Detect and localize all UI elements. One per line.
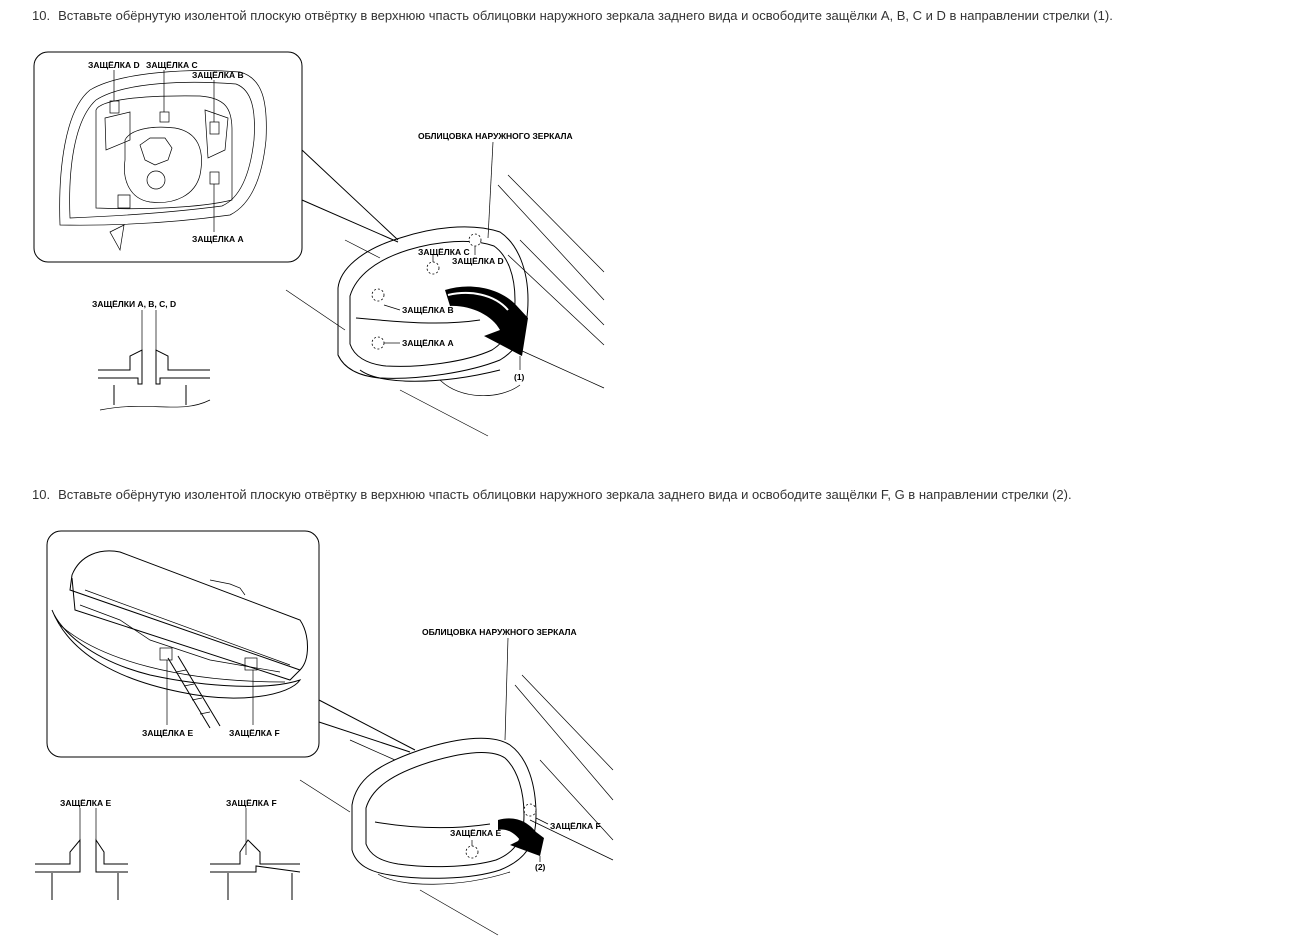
mirror-latch-d-marker xyxy=(468,233,482,247)
inset-latch-a-marker xyxy=(209,171,220,185)
mirror-latch-d-label: ЗАЩЁЛКА D xyxy=(452,256,504,266)
inset-pointer-lower xyxy=(318,721,411,753)
step-1-latch-section xyxy=(98,310,211,411)
door-lines xyxy=(285,174,605,437)
step-2-number: 10. xyxy=(32,487,51,502)
inset-latch-d-marker xyxy=(109,100,120,114)
step-1-arrow-label: (1) xyxy=(514,372,525,382)
mirror-latch-f-label: ЗАЩЁЛКА F xyxy=(550,821,601,831)
door-lines xyxy=(299,674,614,936)
step-2-arrow-label: (2) xyxy=(535,862,546,872)
inset-latch-a-label: ЗАЩЁЛКА A xyxy=(192,234,244,244)
inset-latch-d-label: ЗАЩЁЛКА D xyxy=(88,60,140,70)
mirror-latch-a-marker xyxy=(371,336,385,350)
step-1-text: Вставьте обёрнутую изолентой плоскую отв… xyxy=(58,8,1113,23)
step-1-number: 10. xyxy=(32,8,51,23)
mirror-latch-f-marker xyxy=(523,803,537,817)
mirror-latch-e-marker xyxy=(465,845,479,859)
step-2-cover-label: ОБЛИЦОВКА НАРУЖНОГО ЗЕРКАЛА xyxy=(422,627,577,637)
latch-f-section-label: ЗАЩЁЛКА F xyxy=(226,798,277,808)
inset-latch-f-label: ЗАЩЁЛКА F xyxy=(229,728,280,738)
inset-latch-b-label: ЗАЩЁЛКА B xyxy=(192,70,244,80)
inset-mirror-open xyxy=(51,550,308,699)
step-1-mirror-cover xyxy=(337,226,529,396)
step-2-detail-inset xyxy=(46,530,320,758)
mirror-latch-a-label: ЗАЩЁЛКА A xyxy=(402,338,454,348)
mirror-latch-c-marker xyxy=(426,261,440,275)
latch-e-section xyxy=(35,808,128,900)
step-2-arrow xyxy=(498,818,544,856)
step-1-diagram: ЗАЩЁЛКА D ЗАЩЁЛКА C ЗАЩЁЛКА B ЗАЩЁЛКА A … xyxy=(33,51,605,437)
mirror-latch-b-label: ЗАЩЁЛКА B xyxy=(402,305,454,315)
latch-f-section xyxy=(210,808,301,900)
step-1-arrow xyxy=(445,286,528,356)
mirror-latch-c-label: ЗАЩЁЛКА C xyxy=(418,247,470,257)
step-2-text: Вставьте обёрнутую изолентой плоскую отв… xyxy=(58,487,1072,502)
inset-latch-c-marker xyxy=(159,111,170,123)
inset-pointer-upper xyxy=(301,149,399,241)
step-2-diagram: ЗАЩЁЛКА E ЗАЩЁЛКА F ЗАЩЁЛКА F ЗАЩЁЛКА E … xyxy=(35,530,614,936)
step-1-instruction: 10. Вставьте обёрнутую изолентой плоскую … xyxy=(32,8,1113,24)
step-2-mirror-cover xyxy=(351,737,537,885)
inset-mirror-back xyxy=(59,70,267,252)
inset-latch-e-label: ЗАЩЁЛКА E xyxy=(142,728,193,738)
latch-e-section-label: ЗАЩЁЛКА E xyxy=(60,798,111,808)
screwdriver xyxy=(167,655,221,729)
inset-latch-b-marker xyxy=(209,121,220,135)
mirror-latch-e-label: ЗАЩЁЛКА E xyxy=(450,828,501,838)
step-1-detail-inset xyxy=(33,51,303,263)
inset-pointer-upper xyxy=(318,699,416,751)
inset-latch-c-label: ЗАЩЁЛКА C xyxy=(146,60,198,70)
step-2-instruction: 10. Вставьте обёрнутую изолентой плоскую … xyxy=(32,487,1072,503)
step-1-cover-label: ОБЛИЦОВКА НАРУЖНОГО ЗЕРКАЛА xyxy=(418,131,573,141)
inset-pointer-lower xyxy=(301,199,399,243)
mirror-latch-b-marker xyxy=(371,288,385,302)
step-1-section-label: ЗАЩЁЛКИ A, B, C, D xyxy=(92,299,176,309)
